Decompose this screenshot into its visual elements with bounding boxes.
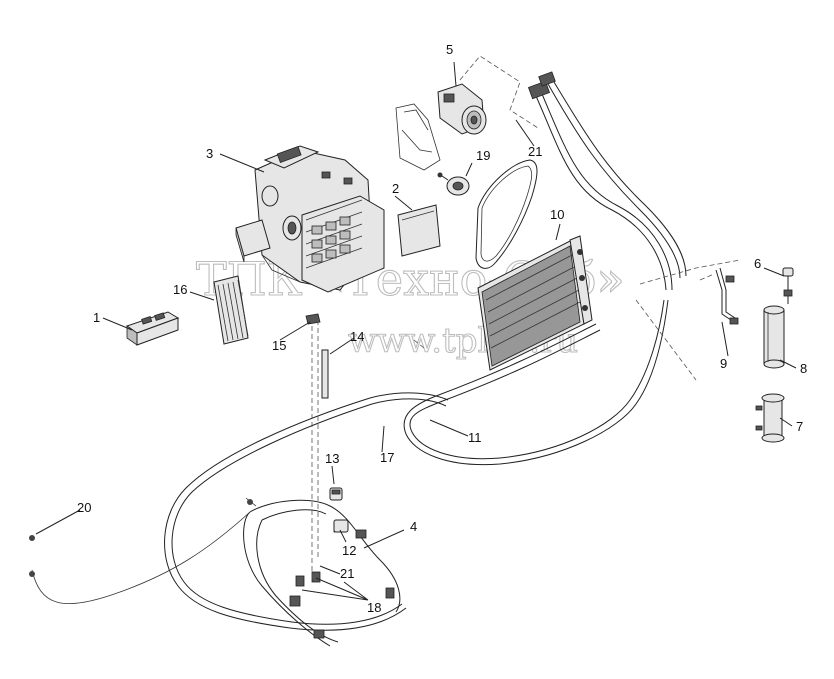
callout-16: 16: [173, 282, 187, 297]
part-2-cover-plate: [397, 204, 441, 257]
refrigerant-hoses: [164, 71, 687, 631]
callout-8: 8: [800, 361, 807, 376]
drive-belt: [475, 159, 538, 269]
part-15-clip: [305, 313, 321, 325]
callout-15: 15: [272, 338, 286, 353]
callout-numbers: 1 2 3 4 5 6 7 8 9 10 11 12 13 14 15 16 1…: [77, 42, 807, 615]
part-12-connector: [333, 519, 349, 533]
callout-5: 5: [446, 42, 453, 57]
drive-belt-inner: [480, 165, 533, 262]
part-4-harness: [243, 497, 401, 647]
callout-9: 9: [720, 356, 727, 371]
callout-10: 10: [550, 207, 564, 222]
part-3-heater-unit: [235, 145, 385, 293]
part-1-control-switch: [125, 311, 180, 346]
part-8-receiver-drier: [763, 305, 785, 369]
part-14-tube: [321, 349, 329, 399]
callout-6: 6: [754, 256, 761, 271]
callout-19: 19: [476, 148, 490, 163]
callout-17: 17: [380, 450, 394, 465]
part-10-condenser: [477, 235, 593, 371]
assembly-dashed-lines: [311, 55, 741, 580]
part-6-pressure-switch: [782, 267, 794, 304]
callout-21-lower: 21: [340, 566, 354, 581]
callout-21-upper: 21: [528, 144, 542, 159]
callout-1: 1: [93, 310, 100, 325]
callout-2: 2: [392, 181, 399, 196]
callout-18: 18: [367, 600, 381, 615]
callout-12: 12: [342, 543, 356, 558]
part-21-lower-fittings: [295, 571, 321, 587]
part-5-compressor: [395, 83, 487, 171]
part-13-relay: [329, 487, 343, 501]
callout-11: 11: [468, 430, 482, 445]
part-19-pulley: [437, 172, 470, 196]
leader-lines: [35, 61, 797, 601]
callout-3: 3: [206, 146, 213, 161]
part-16-filter-panel: [213, 275, 249, 345]
callout-20: 20: [77, 500, 91, 515]
callout-14: 14: [350, 329, 364, 344]
part-7-mounting-clamp: [755, 393, 785, 443]
callout-4: 4: [410, 519, 417, 534]
part-20-sensor-cable: [29, 511, 251, 605]
callout-13: 13: [325, 451, 339, 466]
part-9-pipe: [715, 267, 739, 325]
callout-7: 7: [796, 419, 803, 434]
